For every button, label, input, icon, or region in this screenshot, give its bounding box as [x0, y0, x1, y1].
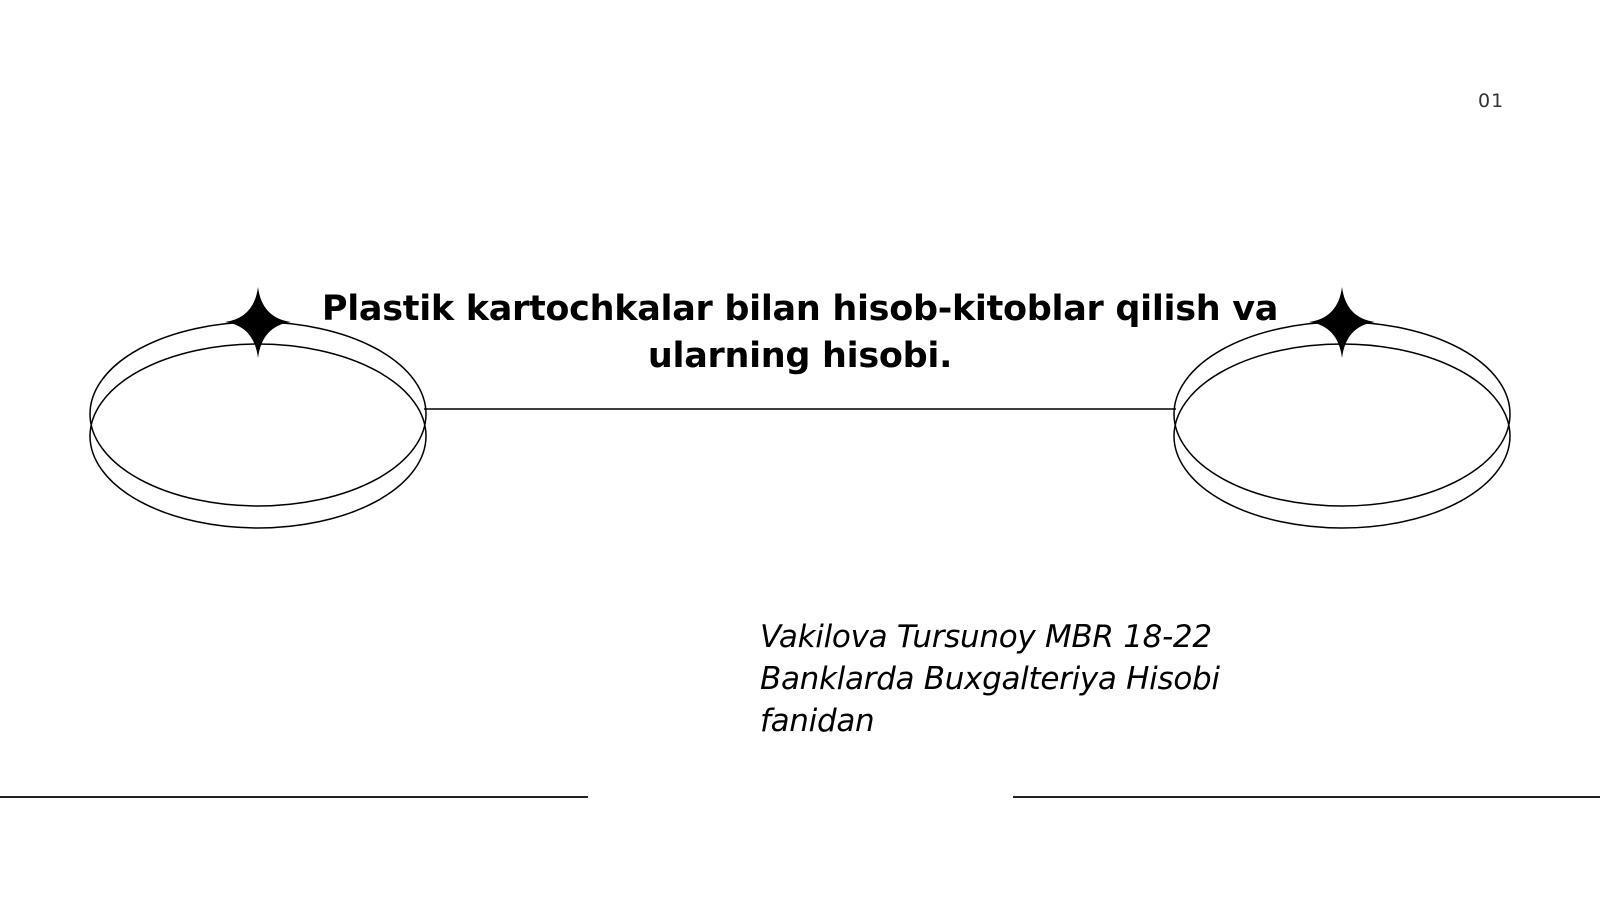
slide-subtitle: Vakilova Tursunoy MBR 18-22 Banklarda Bu…	[760, 616, 1220, 742]
subtitle-line: Vakilova Tursunoy MBR 18-22	[760, 619, 1212, 655]
sparkle-star-icon-right	[1309, 287, 1375, 358]
page-number: 01	[1478, 90, 1505, 112]
subtitle-line: fanidan	[760, 703, 875, 739]
sparkle-star-icon-left	[225, 287, 291, 358]
slide-title: Plastik kartochkalar bilan hisob-kitobla…	[321, 289, 1279, 376]
subtitle-line: Banklarda Buxgalteriya Hisobi	[760, 661, 1220, 697]
